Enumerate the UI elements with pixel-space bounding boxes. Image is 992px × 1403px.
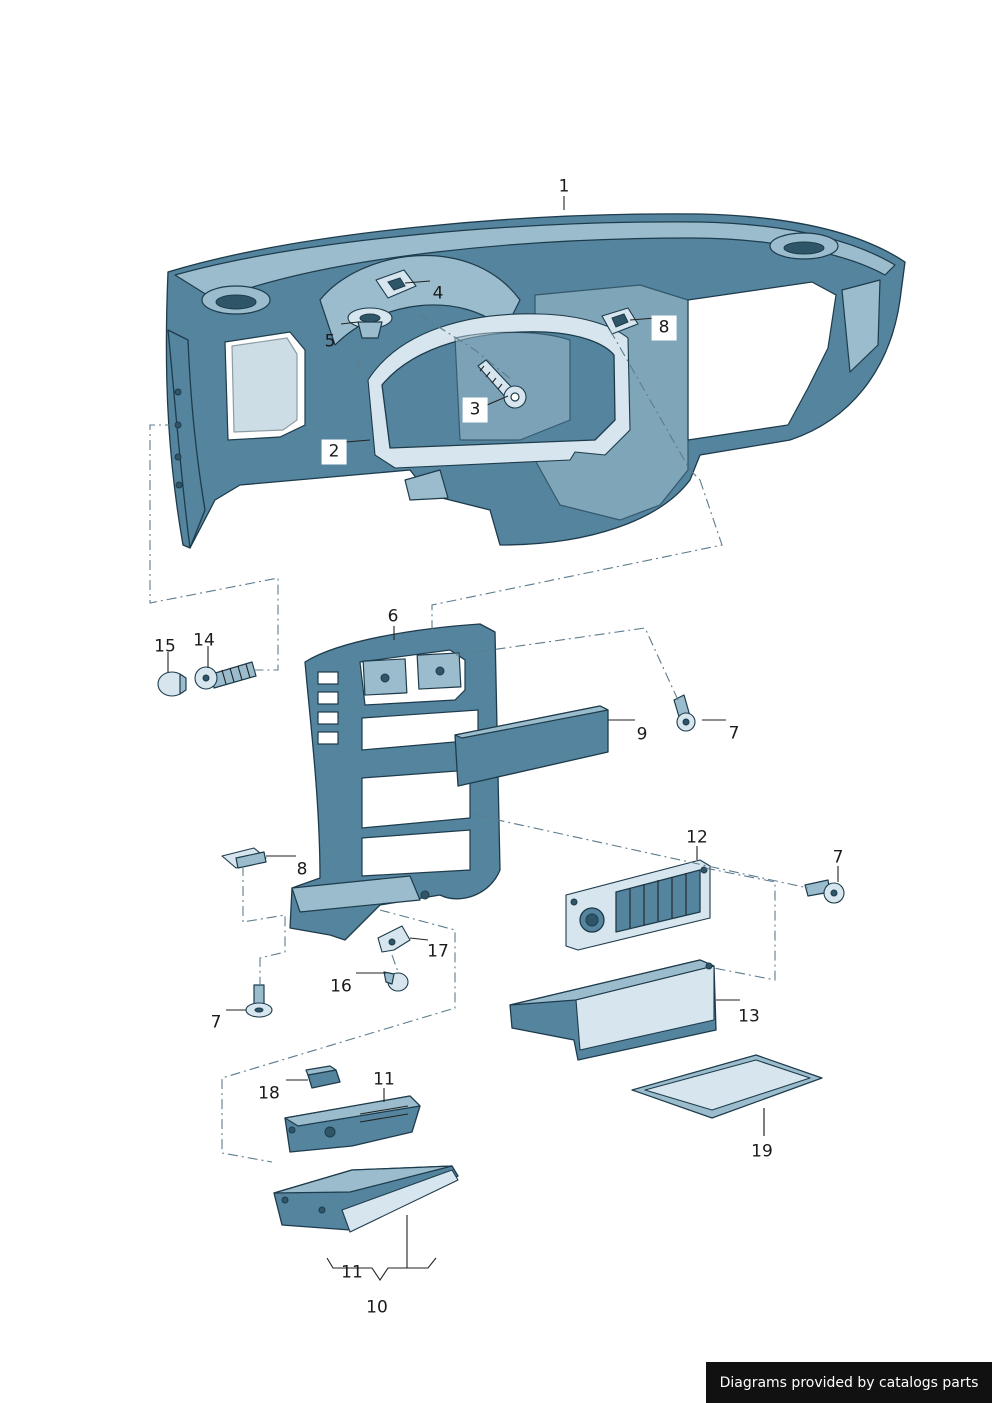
part-cap-15 <box>157 671 187 697</box>
callout-8-upper: 8 <box>651 315 677 341</box>
callout-1: 1 <box>558 176 570 197</box>
callout-15: 15 <box>154 636 176 657</box>
callout-4: 4 <box>432 283 444 304</box>
callout-13: 13 <box>738 1006 760 1027</box>
part-screw-14 <box>194 661 257 690</box>
part-trim-plate-12 <box>565 859 711 951</box>
part-tray-13 <box>509 959 717 1061</box>
part-clip-16 <box>383 971 409 992</box>
part-clip-8-lower <box>221 847 267 869</box>
callout-7-top: 7 <box>728 723 740 744</box>
part-latch-18 <box>305 1065 341 1089</box>
leader-lines <box>167 196 839 1281</box>
part-clip-17 <box>377 925 411 953</box>
part-screw-7-top <box>673 694 696 732</box>
callout-12: 12 <box>686 827 708 848</box>
part-clip-4 <box>375 269 417 299</box>
callout-7-lower: 7 <box>210 1012 222 1033</box>
callout-18: 18 <box>258 1083 280 1104</box>
part-clip-8-upper <box>601 307 639 335</box>
credit-banner: Diagrams provided by catalogs parts <box>706 1362 992 1403</box>
part-cover-9 <box>454 705 609 787</box>
part-mat-19 <box>631 1054 823 1119</box>
callout-7-right: 7 <box>832 847 844 868</box>
callout-2: 2 <box>321 439 347 465</box>
part-clip-5 <box>347 307 393 339</box>
part-screw-7-lower <box>245 984 273 1018</box>
callout-6: 6 <box>387 606 399 627</box>
part-bolt-3 <box>477 359 527 409</box>
callout-17: 17 <box>427 941 449 962</box>
callout-11-lower: 11 <box>341 1262 363 1283</box>
callout-3: 3 <box>462 397 488 423</box>
callout-8-lower: 8 <box>296 859 308 880</box>
part-screw-7-right <box>804 879 845 904</box>
part-housing-11 <box>284 1095 421 1153</box>
callout-9: 9 <box>636 724 648 745</box>
callout-5: 5 <box>324 331 336 352</box>
callout-14: 14 <box>193 630 215 651</box>
connector-lines <box>149 314 809 1163</box>
part-glovebox-10 <box>273 1165 459 1233</box>
callout-10: 10 <box>366 1297 388 1318</box>
callout-19: 19 <box>751 1141 773 1162</box>
callout-16: 16 <box>330 976 352 997</box>
callout-11-upper: 11 <box>373 1069 395 1090</box>
part-center-console <box>289 623 501 941</box>
